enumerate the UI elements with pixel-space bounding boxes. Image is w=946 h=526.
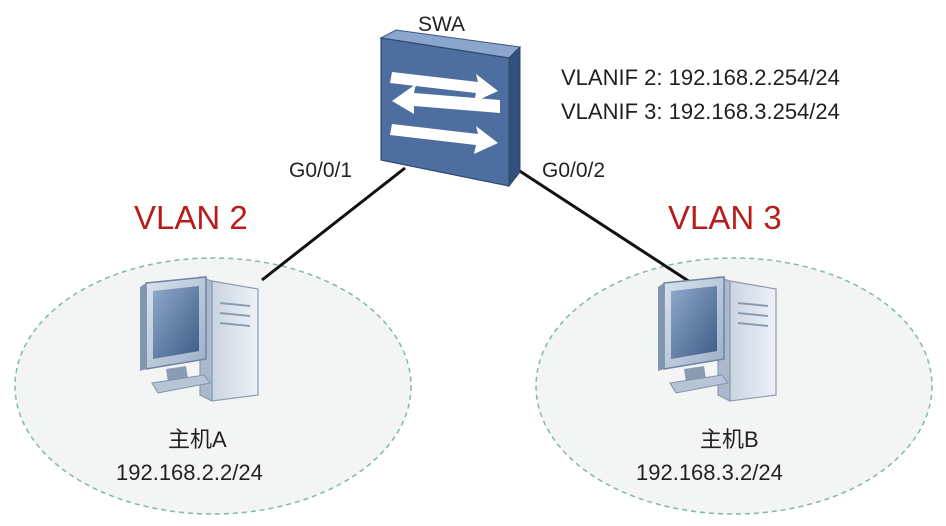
host-b-ip-label: 192.168.3.2/24	[636, 460, 783, 485]
vlanif-3-address-label: VLANIF 3: 192.168.3.254/24	[561, 99, 840, 124]
host-b-desktop-computer-icon[interactable]	[657, 276, 777, 402]
host-a-ip-label: 192.168.2.2/24	[116, 460, 263, 485]
port-g0-0-1-label: G0/0/1	[289, 159, 353, 182]
vlan-3-label: VLAN 3	[668, 199, 782, 236]
vlan-2-label: VLAN 2	[134, 199, 248, 236]
host-a-name-label: 主机A	[168, 427, 227, 452]
vlanif-2-address-label: VLANIF 2: 192.168.2.254/24	[561, 65, 840, 90]
switch-name-label: SWA	[418, 13, 466, 36]
host-a-desktop-computer-icon[interactable]	[139, 276, 259, 402]
port-g0-0-2-label: G0/0/2	[542, 159, 606, 182]
layer3-switch-icon[interactable]	[379, 29, 522, 188]
link-g0-0-2-host-b	[511, 164, 691, 284]
link-g0-0-1-host-a	[261, 166, 406, 282]
host-b-name-label: 主机B	[700, 427, 759, 452]
